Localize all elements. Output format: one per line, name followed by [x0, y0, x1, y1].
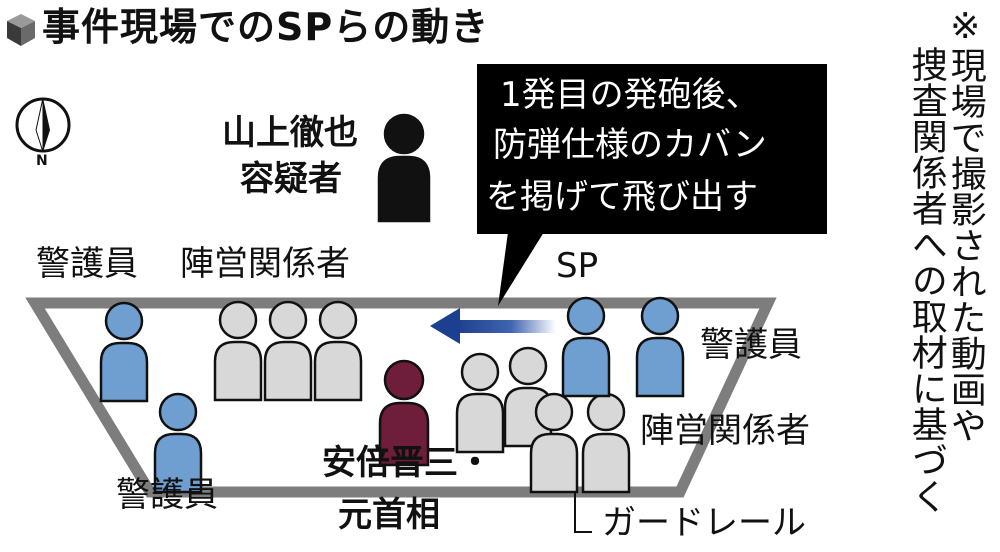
guardrail-outline — [25, 297, 777, 498]
person-camp-4-body — [455, 392, 505, 454]
person-guard-top-left — [99, 301, 149, 403]
person-camp-6-head — [534, 392, 574, 432]
suspect-role: 容疑者 — [240, 159, 342, 199]
person-camp-1 — [213, 300, 263, 402]
callout-line-2: 防弾仕様のカバン — [493, 125, 767, 165]
label-camp-right: 陣営関係者 — [640, 411, 810, 451]
title-cube-icon — [7, 14, 35, 46]
callout-bubble — [477, 64, 827, 306]
person-suspect-body — [377, 155, 431, 223]
person-camp-6 — [529, 392, 579, 494]
person-camp-4-head — [460, 352, 500, 392]
person-victim-head — [383, 359, 425, 401]
person-suspect — [377, 113, 431, 223]
label-guard-right: 警護員 — [700, 325, 802, 365]
north-arrow-icon — [15, 97, 71, 153]
person-sp-head — [566, 296, 606, 336]
person-sp-body — [561, 336, 611, 398]
person-guard-right-body — [635, 336, 685, 398]
person-camp-2-body — [263, 340, 313, 402]
person-guard-bottom — [153, 392, 203, 494]
person-victim — [378, 359, 430, 467]
label-guard-top-left: 警護員 — [36, 244, 138, 284]
person-guard-right — [635, 296, 685, 398]
suspect-name: 山上徹也 — [222, 113, 358, 153]
person-guard-top-left-head — [104, 301, 144, 341]
person-camp-4 — [455, 352, 505, 454]
source-note-line1: ※現場で撮影された動画や — [944, 6, 986, 443]
person-camp-2-head — [268, 300, 308, 340]
people-layer — [99, 113, 685, 494]
person-guard-bottom-body — [153, 432, 203, 494]
person-camp-3 — [313, 300, 363, 402]
person-camp-5-head — [508, 346, 548, 386]
person-guard-bottom-head — [158, 392, 198, 432]
callout-line-1: 1発目の発砲後、 — [500, 75, 760, 115]
label-guard-bottom: 警護員 — [116, 475, 218, 515]
person-suspect-head — [383, 113, 425, 155]
person-victim-body — [378, 401, 430, 467]
label-sp: SP — [556, 246, 599, 286]
label-victim-line1: 安倍晋三・ — [322, 443, 492, 483]
person-sp — [561, 296, 611, 398]
label-camp-top: 陣営関係者 — [180, 244, 350, 284]
person-camp-3-head — [318, 300, 358, 340]
guardrail-leader — [574, 490, 592, 533]
page-title: 事件現場でのSPらの動き — [42, 5, 490, 49]
person-camp-7-head — [586, 392, 626, 432]
person-camp-1-head — [218, 300, 258, 340]
label-victim-line2: 元首相 — [338, 495, 440, 535]
source-note-line2: 捜査関係者への取材に基づく — [905, 46, 947, 514]
person-guard-top-left-body — [99, 341, 149, 403]
callout-line-3: を掲げて飛び出す — [486, 177, 758, 217]
person-camp-7 — [581, 392, 631, 494]
person-camp-1-body — [213, 340, 263, 402]
person-camp-3-body — [313, 340, 363, 402]
person-camp-7-body — [581, 432, 631, 494]
label-guardrail: ガードレール — [602, 503, 806, 543]
sp-movement-arrow — [430, 308, 556, 344]
compass-label: N — [36, 153, 48, 169]
person-guard-right-head — [640, 296, 680, 336]
person-camp-2 — [263, 300, 313, 402]
person-camp-6-body — [529, 432, 579, 494]
